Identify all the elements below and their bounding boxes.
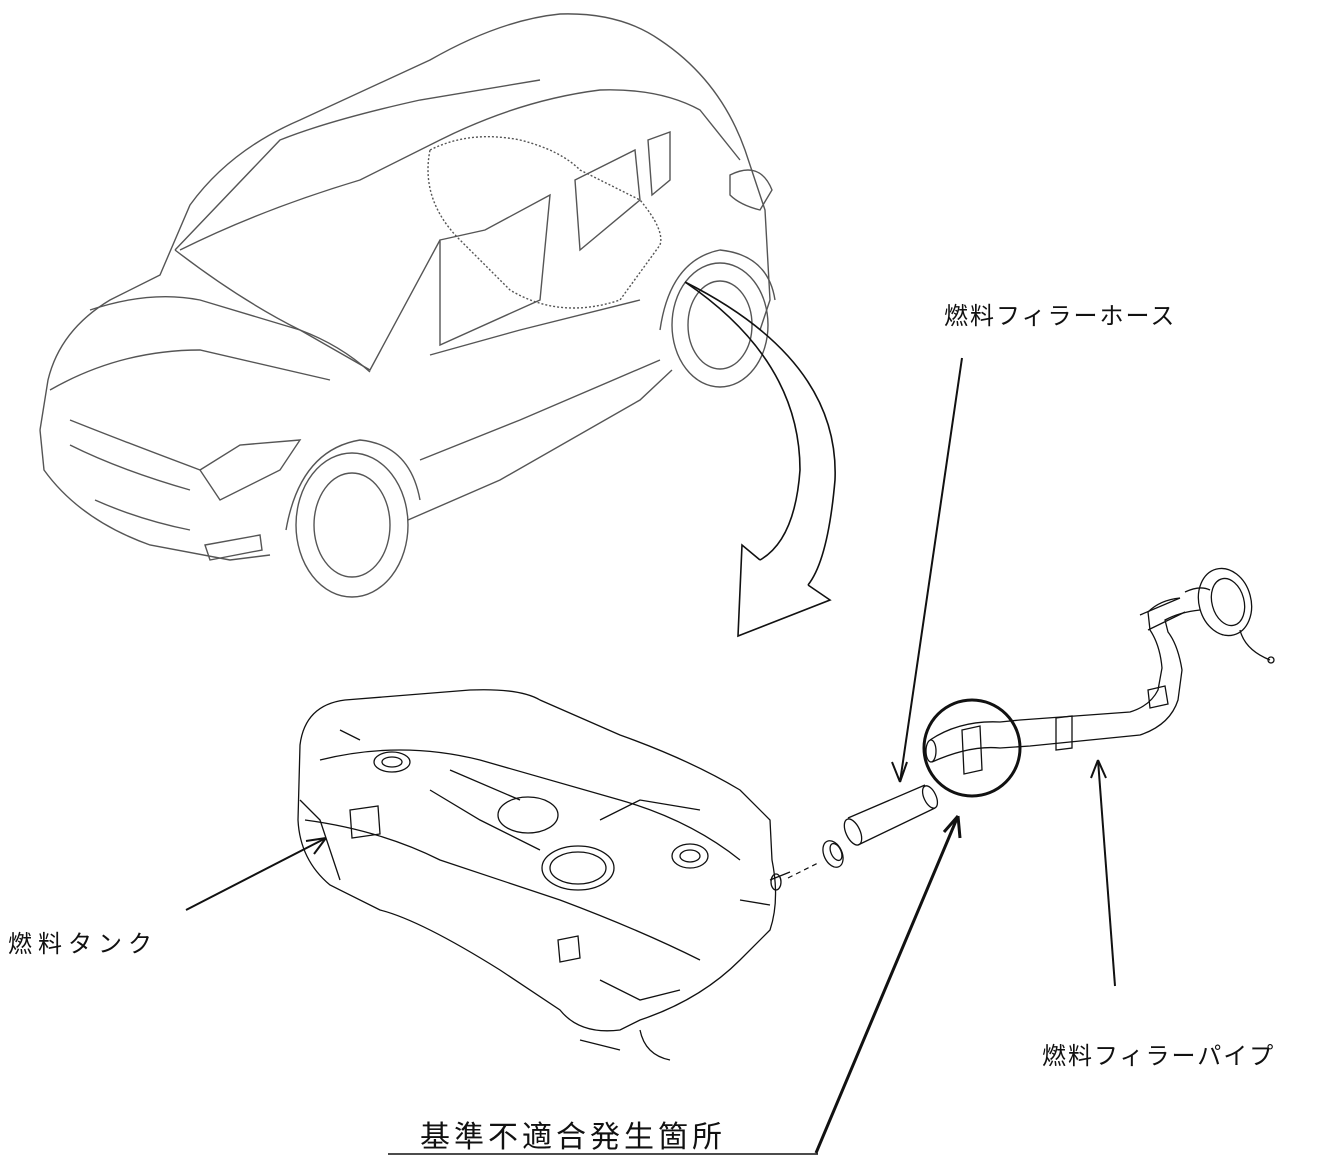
- filler-hose-leader: [899, 357, 963, 783]
- fuel-tank-label: 燃料タンク: [8, 930, 158, 958]
- filler-hose-label: 燃料フィラーホース: [944, 302, 1177, 330]
- leader-arrows: [185, 357, 1116, 1154]
- zoom-indicator-arrow: [684, 281, 836, 638]
- filler-hose: [843, 784, 939, 846]
- defect-location-circle: [922, 698, 1022, 798]
- filler-pipe-leader: [1097, 759, 1116, 987]
- hose-clamp: [822, 840, 844, 868]
- filler-pipe: [925, 567, 1275, 775]
- fuel-tank: [297, 689, 791, 1061]
- fuel-tank-leader: [185, 837, 327, 911]
- car-illustration: [39, 13, 776, 598]
- defect-location-label: 基準不適合発生箇所: [420, 1120, 726, 1155]
- defect-location-leader: [814, 815, 960, 1154]
- filler-pipe-label: 燃料フィラーパイプ: [1042, 1042, 1276, 1070]
- assembly-dash-line: [787, 861, 821, 879]
